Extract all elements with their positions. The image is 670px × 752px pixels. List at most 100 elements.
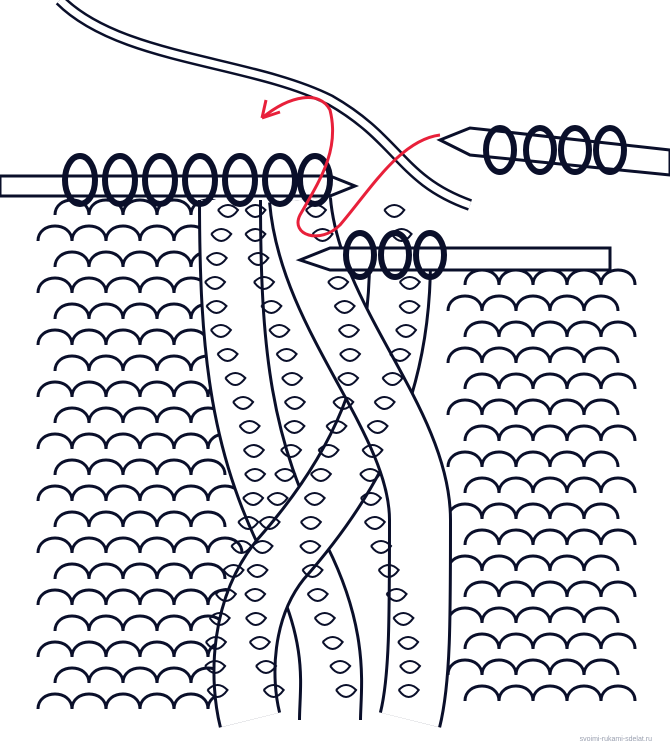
- purl-bump: [497, 320, 535, 338]
- knit-stitch: [317, 444, 340, 458]
- knit-stitch: [248, 636, 272, 650]
- purl-bump: [480, 502, 518, 520]
- knit-stitch: [383, 204, 406, 218]
- purl-bump: [172, 536, 210, 554]
- knit-stitch: [255, 660, 278, 674]
- knit-stitch: [392, 612, 415, 626]
- purl-bump: [514, 398, 552, 416]
- purl-bump: [497, 372, 535, 390]
- stitch-loop: [182, 153, 218, 207]
- purl-bump: [446, 658, 484, 676]
- purl-bump: [446, 554, 484, 572]
- purl-bump: [121, 250, 159, 268]
- purl-bump: [121, 458, 159, 476]
- stockinette-fabric-right: [446, 268, 637, 702]
- purl-bump: [53, 302, 91, 320]
- purl-bump: [548, 554, 586, 572]
- knit-stitch: [237, 516, 260, 530]
- stockinette-fabric-left: [36, 198, 244, 710]
- purl-bump: [599, 684, 637, 702]
- purl-bump: [582, 606, 620, 624]
- purl-bump: [497, 476, 535, 494]
- knit-stitch: [385, 588, 408, 602]
- purl-bump: [155, 510, 193, 528]
- knit-stitch: [398, 300, 421, 314]
- purl-bump: [87, 250, 125, 268]
- knit-stitch: [205, 636, 228, 650]
- purl-bump: [531, 320, 569, 338]
- purl-bump: [463, 580, 501, 598]
- purl-bump: [53, 666, 91, 684]
- knit-stitch: [390, 228, 413, 242]
- knit-stitch: [281, 372, 304, 386]
- purl-bump: [582, 658, 620, 676]
- purl-bump: [121, 302, 159, 320]
- purl-bump: [599, 424, 637, 442]
- knit-stitch: [216, 348, 239, 362]
- purl-bump: [70, 224, 108, 242]
- cable-needle: [295, 246, 612, 272]
- purl-bump: [531, 528, 569, 546]
- knit-stitch: [253, 276, 276, 290]
- purl-bump: [531, 580, 569, 598]
- knit-stitch: [335, 684, 358, 698]
- purl-bump: [70, 692, 108, 710]
- knit-stitch: [310, 468, 333, 482]
- purl-bump: [599, 580, 637, 598]
- purl-bump: [463, 528, 501, 546]
- purl-bump: [463, 632, 501, 650]
- purl-bump: [104, 380, 142, 398]
- purl-bump: [87, 614, 125, 632]
- knit-stitch: [260, 300, 283, 314]
- purl-bump: [53, 510, 91, 528]
- knit-stitch: [205, 300, 228, 314]
- knit-stitch: [244, 588, 267, 602]
- purl-bump: [480, 346, 518, 364]
- knit-stitch: [366, 420, 389, 434]
- purl-bump: [53, 614, 91, 632]
- knit-stitch: [337, 324, 361, 338]
- knit-stitch: [325, 420, 348, 434]
- purl-bump: [599, 476, 637, 494]
- purl-bump: [189, 510, 227, 528]
- knit-stitch: [210, 324, 233, 338]
- purl-bump: [582, 294, 620, 312]
- cable-strand: [271, 196, 450, 728]
- purl-bump: [446, 346, 484, 364]
- knit-stitch: [258, 516, 281, 530]
- knit-stitch: [321, 636, 344, 650]
- purl-bump: [514, 502, 552, 520]
- purl-bump: [138, 224, 176, 242]
- knit-stitch: [217, 204, 240, 218]
- stitch-loop: [413, 230, 447, 280]
- purl-bump: [548, 502, 586, 520]
- knit-stitch: [359, 468, 382, 482]
- knit-stitch: [242, 444, 266, 458]
- knit-stitch: [274, 468, 297, 482]
- purl-bump: [104, 536, 142, 554]
- knit-stitch: [242, 492, 265, 506]
- purl-bump: [548, 294, 586, 312]
- purl-bump: [155, 666, 193, 684]
- knit-stitch: [327, 276, 350, 290]
- knit-stitch: [204, 276, 227, 290]
- purl-bump: [463, 684, 501, 702]
- purl-bump: [87, 458, 125, 476]
- purl-bump: [497, 528, 535, 546]
- purl-bump: [53, 406, 91, 424]
- purl-bump: [53, 354, 91, 372]
- purl-bump: [582, 502, 620, 520]
- knit-stitch: [381, 372, 404, 386]
- purl-bump: [548, 606, 586, 624]
- purl-bump: [548, 346, 586, 364]
- purl-bump: [138, 588, 176, 606]
- purl-bump: [531, 372, 569, 390]
- purl-bump: [70, 640, 108, 658]
- purl-bump: [70, 328, 108, 346]
- stitch-loop: [222, 153, 258, 207]
- purl-bump: [121, 510, 159, 528]
- purl-bump: [599, 268, 637, 286]
- purl-bump: [565, 372, 603, 390]
- knit-stitch: [232, 396, 255, 410]
